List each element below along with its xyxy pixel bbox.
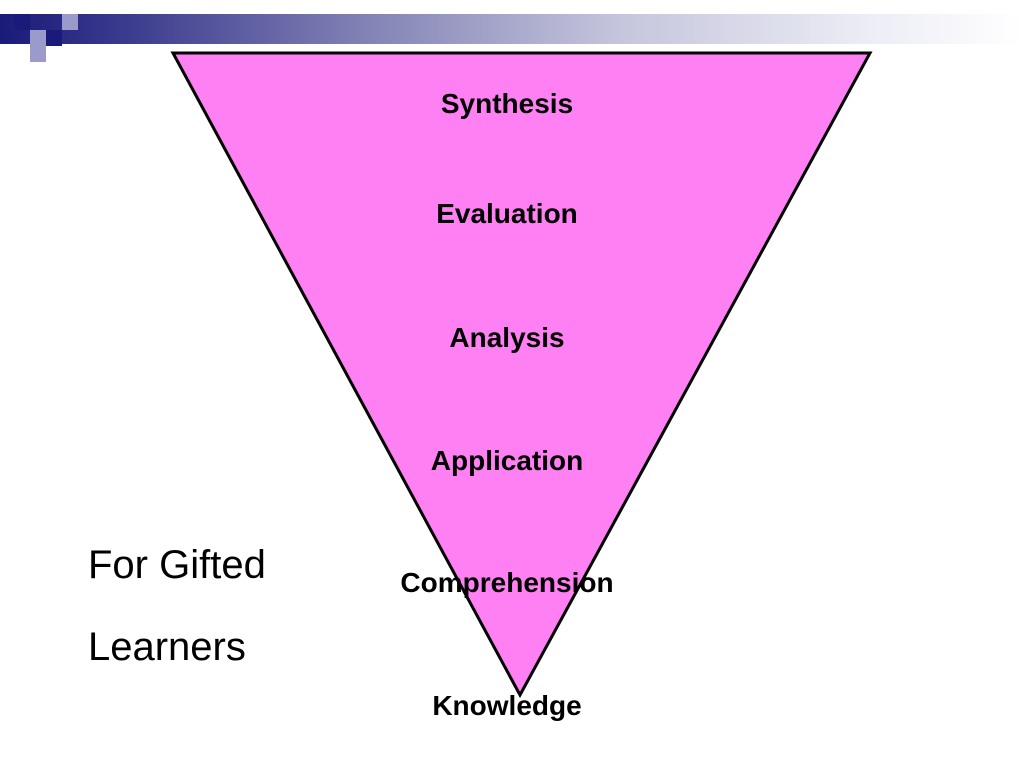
inverted-triangle-shape	[170, 51, 873, 699]
level-comprehension: Comprehension	[400, 567, 614, 598]
caption-line-1: For Gifted	[88, 543, 266, 587]
decor-square-light	[30, 46, 46, 62]
decor-square-light	[30, 30, 46, 46]
decor-square-dark	[14, 14, 30, 30]
level-application: Application	[430, 445, 584, 476]
level-synthesis: Synthesis	[440, 88, 574, 119]
decor-square-dark	[46, 30, 62, 46]
header-gradient-band	[0, 14, 1024, 44]
level-evaluation: Evaluation	[436, 198, 578, 229]
decor-square-light	[62, 14, 78, 30]
caption-line-2: Learners	[88, 625, 246, 669]
level-analysis: Analysis	[449, 322, 565, 353]
level-knowledge: Knowledge	[432, 690, 582, 721]
